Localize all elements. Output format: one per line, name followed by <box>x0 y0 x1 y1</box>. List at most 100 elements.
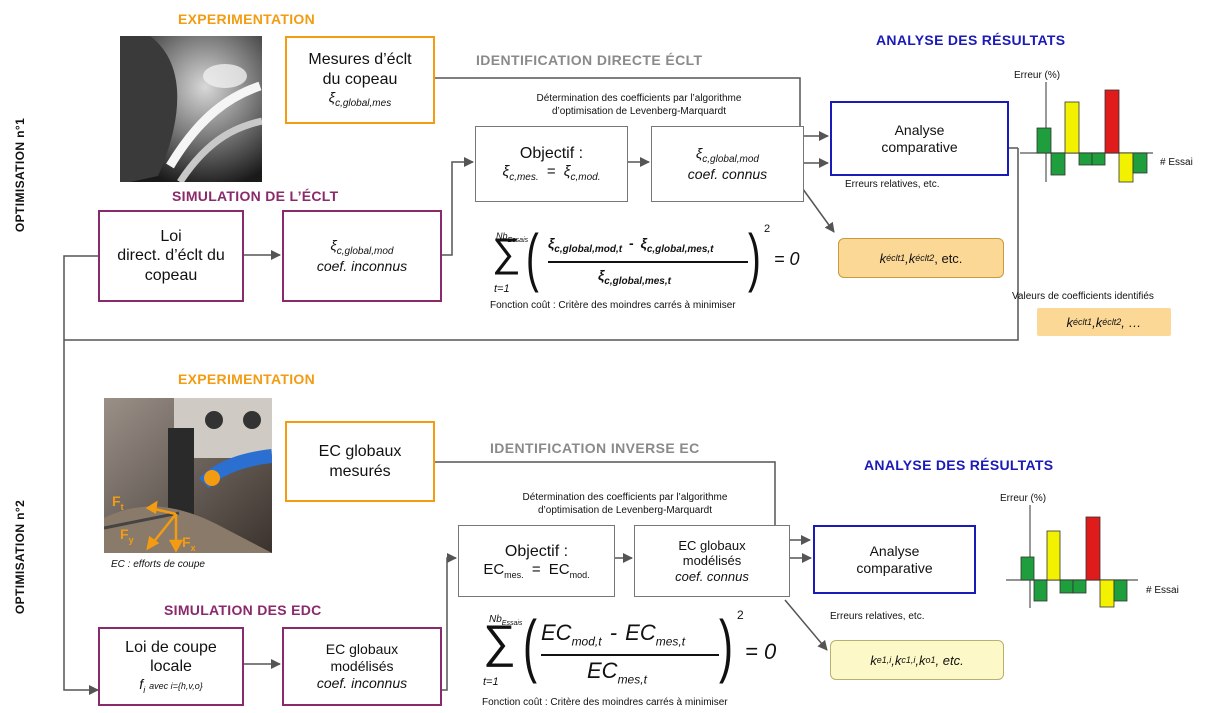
opt1-known-coef: coef. connus <box>687 166 768 182</box>
opt2-analysis-box: Analyse comparative <box>813 525 976 594</box>
opt2-known-line1: EC globaux <box>678 537 746 553</box>
opt2-chart-ylabel: Erreur (%) <box>1000 493 1047 504</box>
opt1-simulation-title: SIMULATION DE L’ÉCLT <box>172 188 339 204</box>
opt2-cost-note: Fonction coût : Critère des moindres car… <box>482 697 728 708</box>
opt1-analysis-title: ANALYSE DES RÉSULTATS <box>876 32 1066 48</box>
opt1-algo-line2: d’optimisation de Levenberg-Marquardt <box>552 105 726 117</box>
opt1-paren-right: ) <box>748 221 761 293</box>
opt1-tool-photo <box>120 36 262 182</box>
opt2-photo-caption: EC : efforts de coupe <box>111 559 205 570</box>
opt2-fraction-bar <box>541 654 719 656</box>
opt1-model-box: ξc,global,mod coef. inconnus <box>282 210 442 302</box>
opt1-errors-note: Erreurs relatives, etc. <box>845 179 940 190</box>
opt1-power: 2 <box>764 223 771 235</box>
opt1-objective-box: Objectif : ξc,mes. = ξc,mod. <box>475 126 628 202</box>
opt2-equals-zero: = 0 <box>745 639 777 664</box>
opt2-chart-xlabel: # Essai <box>1146 585 1179 596</box>
opt2-law-line1: Loi de coupe <box>125 638 217 656</box>
opt2-measurement-box: EC globaux mesurés <box>285 421 435 502</box>
link-feedback-to-law-1 <box>63 255 98 340</box>
opt1-identification-title: IDENTIFICATION DIRECTE ÉCLT <box>476 52 703 68</box>
opt1-meas-line1: Mesures d’éclt <box>308 51 412 69</box>
opt1-numerator: ξc,global,mod,t - ξc,global,mes,t <box>548 235 714 255</box>
opt2-experimentation-title: EXPERIMENTATION <box>178 371 315 387</box>
opt2-analysis-line1: Analyse <box>869 542 920 559</box>
opt1-analysis-box: Analyse comparative <box>830 101 1009 176</box>
opt2-sum-symbol: ∑ <box>483 615 516 667</box>
opt2-known-coef: coef. connus <box>675 568 749 584</box>
arrow-known-to-result-2 <box>784 599 828 651</box>
opt2-sum-bottom: t=1 <box>483 676 499 688</box>
opt1-cost-formula: NbEssais ∑ t=1 ( ξc,global,mod,t - ξc,gl… <box>478 221 818 303</box>
feedback-line <box>64 148 1019 341</box>
opt1-error-chart: Erreur (%) # Essai <box>1014 70 1215 185</box>
arrow-model-to-objective-1 <box>442 157 474 256</box>
opt2-algo-line2: d’optimisation de Levenberg-Marquardt <box>538 504 712 516</box>
opt2-force-fy-label: Fy <box>120 526 134 545</box>
opt2-identification-title: IDENTIFICATION INVERSE EC <box>490 440 700 456</box>
opt1-measurement-box: Mesures d’éclt du copeau ξc,global,mes <box>285 36 435 124</box>
opt1-law-line3: copeau <box>144 266 198 284</box>
arrow-meas-to-analysis <box>435 77 829 141</box>
arrow-known-to-result-1 <box>799 184 835 233</box>
opt1-algo-text: Détermination des coefficients par l’alg… <box>478 93 800 118</box>
opt1-cost-note: Fonction coût : Critère des moindres car… <box>490 300 736 311</box>
opt1-identified-note: Valeurs de coefficients identifiés <box>1012 291 1154 302</box>
opt2-algo-line1: Détermination des coefficients par l’alg… <box>522 492 728 503</box>
opt1-meas-line2: du copeau <box>322 70 398 88</box>
opt1-paren-left: ( <box>526 221 539 293</box>
opt2-law-function: fi avec i={h,v,o} <box>139 675 203 695</box>
opt1-fraction-bar <box>548 261 748 263</box>
opt2-force-ft-label: Ft <box>112 493 124 512</box>
opt2-model-line2: modélisés <box>330 658 394 675</box>
opt2-model-coef: coef. inconnus <box>316 674 408 691</box>
opt1-experimentation-title: EXPERIMENTATION <box>178 11 315 27</box>
opt2-errors-note: Erreurs relatives, etc. <box>830 611 925 622</box>
opt1-known-box: ξc,global,mod coef. connus <box>651 126 804 202</box>
opt1-objective-label: Objectif : <box>519 144 584 162</box>
opt2-analysis-line2: comparative <box>856 559 933 576</box>
opt2-meas-line1: EC globaux <box>318 443 402 461</box>
opt1-model-coef: coef. inconnus <box>316 258 408 274</box>
opt1-sum-top: NbEssais <box>496 231 529 244</box>
opt2-objective-label: Objectif : <box>504 542 569 560</box>
opt2-denominator: ECmes,t <box>587 658 647 687</box>
opt1-denominator: ξc,global,mes,t <box>598 267 671 287</box>
opt1-known-symbol: ξc,global,mod <box>696 145 759 165</box>
opt1-chart-ylabel: Erreur (%) <box>1014 70 1061 81</box>
opt2-force-fx-label: Fx <box>182 534 196 553</box>
opt2-law-line2: locale <box>150 657 192 675</box>
opt1-law-line2: direct. d’éclt du <box>117 247 225 265</box>
opt1-analysis-line2: comparative <box>881 138 958 155</box>
opt2-sum-top: NbEssais <box>489 614 523 627</box>
opt2-algo-text: Détermination des coefficients par l’alg… <box>455 492 795 517</box>
line-meas-to-analysis-2 <box>435 461 776 540</box>
opt2-meas-line2: mesurés <box>329 462 391 480</box>
opt2-numerator: ECmod,t - ECmes,t <box>541 620 686 649</box>
opt2-analysis-title: ANALYSE DES RÉSULTATS <box>864 457 1054 473</box>
opt2-paren-right: ) <box>719 606 733 684</box>
opt1-analysis-line1: Analyse <box>894 121 945 138</box>
arrow-model-to-objective-2 <box>442 553 457 691</box>
side-label-opt1: OPTIMISATION n°1 <box>13 117 27 233</box>
arrow-feedback-to-law-2 <box>63 340 99 695</box>
opt2-cost-formula: NbEssais ∑ t=1 ( ECmod,t - ECmes,t ECmes… <box>475 608 805 694</box>
opt1-law-line1: Loi <box>160 228 182 246</box>
opt1-equals-zero: = 0 <box>774 249 800 269</box>
opt2-paren-left: ( <box>523 606 537 684</box>
opt2-model-line1: EC globaux <box>325 641 399 658</box>
opt2-error-chart: Erreur (%) # Essai <box>1000 493 1201 613</box>
opt2-objective-box: Objectif : ECmes. = ECmod. <box>458 525 615 597</box>
opt1-chart-xlabel: # Essai <box>1160 157 1193 168</box>
opt1-sum-symbol: ∑ <box>492 231 521 275</box>
opt2-machining-photo: Ft Fy Fx <box>104 398 272 553</box>
opt2-known-box: EC globaux modélisés coef. connus <box>634 525 790 597</box>
opt2-power: 2 <box>737 608 744 622</box>
opt2-model-box: EC globaux modélisés coef. inconnus <box>282 627 442 706</box>
opt1-sum-bottom: t=1 <box>494 283 510 295</box>
opt2-law-box: Loi de coupe locale fi avec i={h,v,o} <box>98 627 244 706</box>
opt1-objective-eq: ξc,mes. = ξc,mod. <box>502 163 601 184</box>
